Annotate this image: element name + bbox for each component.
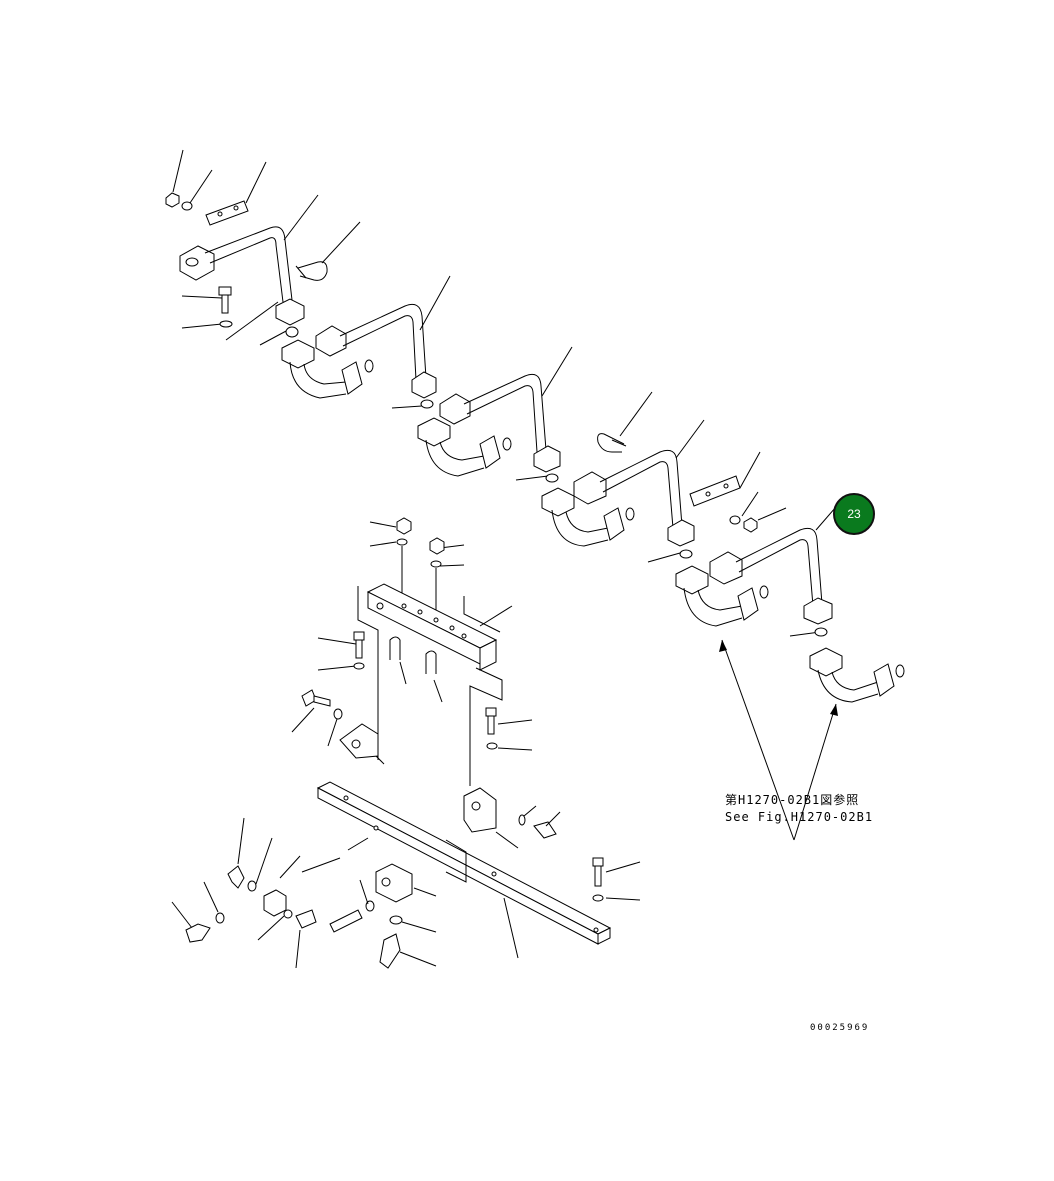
pipe-assembly-4	[541, 391, 787, 563]
pipe-assembly-2	[281, 275, 451, 409]
callout-badge-23[interactable]: 23	[833, 493, 875, 535]
callout-number: 23	[847, 507, 861, 521]
pipe-assembly-5	[675, 499, 905, 703]
drawing-number: 00025969	[810, 1023, 869, 1033]
pipe-assembly-3	[417, 346, 573, 483]
mounting-bracket-assembly	[171, 517, 641, 969]
reference-note-japanese: 第H1270-02B1図参照	[725, 792, 859, 807]
pipe-assembly-1	[165, 149, 361, 346]
reference-note-english: See Fig.H1270-02B1	[725, 810, 873, 824]
reference-arrows	[719, 639, 838, 841]
